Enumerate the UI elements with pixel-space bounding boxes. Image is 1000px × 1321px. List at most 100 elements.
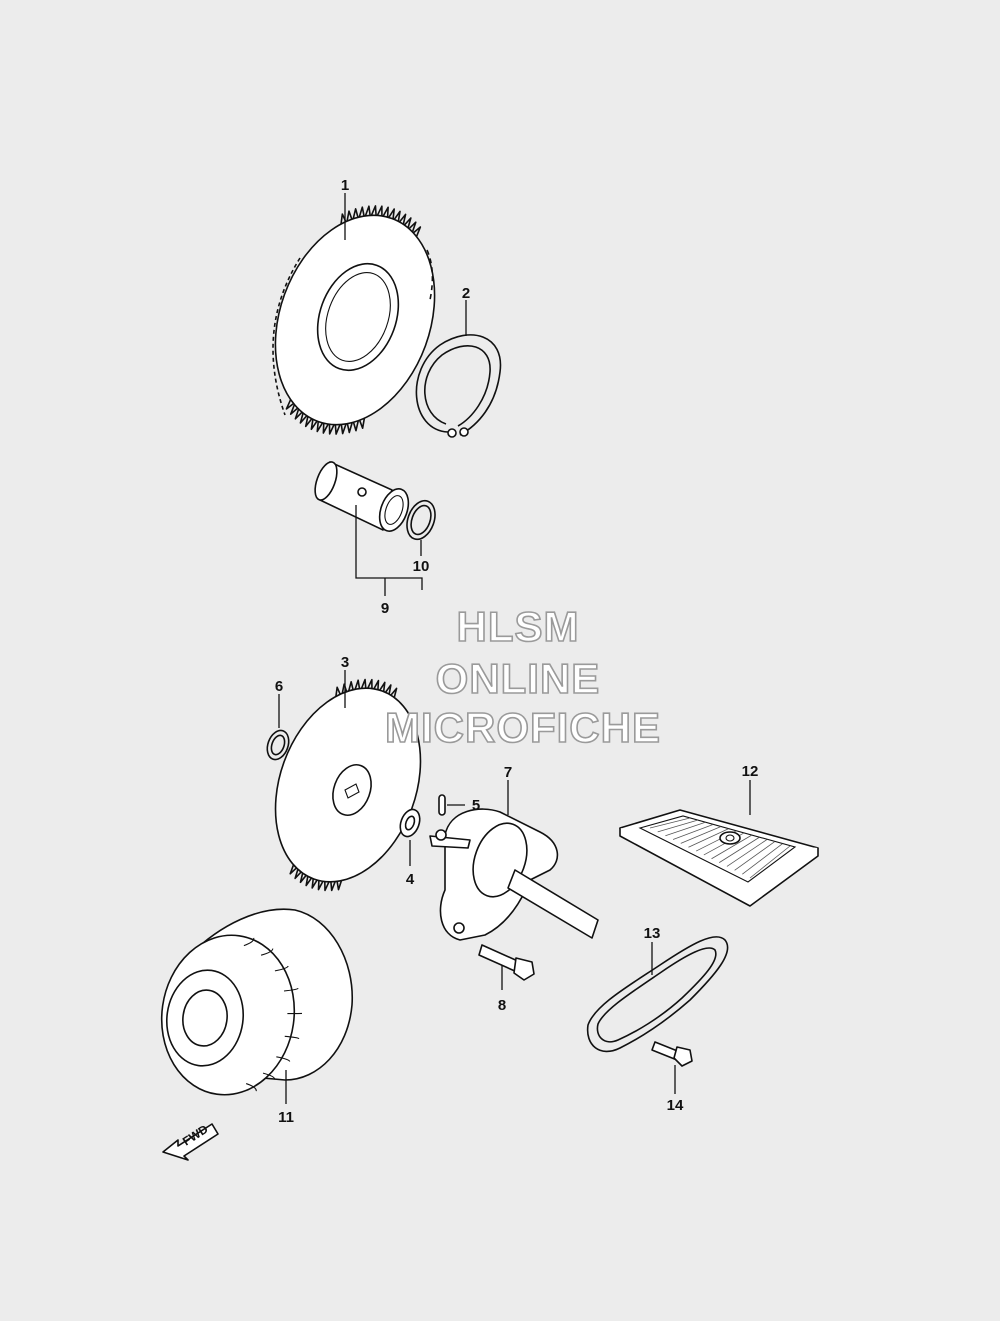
mesh-line	[688, 828, 729, 848]
part-11-oil-filter	[160, 908, 353, 1096]
gasket-outer	[586, 936, 729, 1053]
gear-tooth	[358, 206, 365, 218]
filter-flutes	[243, 937, 303, 1092]
o-ring-outer	[406, 499, 436, 541]
pump-shaft	[507, 869, 599, 939]
gear-tooth	[390, 687, 398, 698]
leader-9-bracket	[355, 505, 423, 590]
gear-tooth	[299, 872, 307, 884]
gear-tooth	[289, 864, 298, 875]
gear-tooth	[317, 880, 324, 891]
gear-tooth	[330, 881, 336, 892]
bolt-head	[513, 957, 535, 981]
gear-tooth	[403, 217, 412, 229]
washer-hole	[404, 815, 416, 831]
gear-tooth	[289, 404, 299, 415]
mesh-line	[649, 817, 691, 829]
filter-flute	[262, 1072, 276, 1080]
gear-tooth	[335, 686, 341, 697]
filter-flute	[274, 965, 289, 972]
gear-tooth	[336, 880, 343, 891]
small-bolt-head	[673, 1046, 693, 1067]
label-part-4: 4	[406, 871, 415, 888]
mesh-line	[657, 819, 698, 833]
gear-tooth	[379, 681, 386, 692]
gear-tooth	[388, 208, 395, 220]
pin-body	[438, 794, 446, 816]
gear-tooth	[352, 208, 359, 219]
part-number-labels: 1 2 3 4 5 6 7 8 9 10 11 12 13 14	[275, 177, 759, 1126]
watermark-line-1: HLSM	[457, 603, 580, 650]
gear-tooth	[354, 679, 361, 690]
pump-gear-teeth	[289, 678, 398, 892]
gear-tooth	[408, 221, 417, 233]
strainer-boss-hole	[725, 834, 735, 842]
circlip-ring	[415, 334, 502, 436]
gear-tooth	[340, 423, 347, 435]
watermark-line-3: MICROFICHE	[385, 704, 661, 751]
mesh-line	[680, 826, 721, 844]
mesh-line	[749, 845, 791, 879]
filter-flute	[284, 1035, 300, 1040]
gear-tooth	[316, 421, 324, 433]
gear-tooth	[305, 876, 313, 887]
label-part-7: 7	[504, 764, 512, 781]
gear-tooth	[310, 419, 318, 431]
small-circlip-inner	[270, 734, 286, 756]
gear-tooth	[412, 226, 422, 237]
gear-rim-dashed-right	[426, 249, 434, 301]
gear-tooth	[358, 418, 366, 429]
gear-tooth	[334, 424, 341, 435]
small-circlip-outer	[266, 729, 290, 761]
part-8-bolt	[478, 944, 535, 981]
part-6-circlip	[266, 729, 290, 761]
gear-tooth	[324, 881, 330, 892]
gear-tooth	[373, 679, 380, 690]
label-part-12: 12	[742, 763, 759, 780]
gear-tooth	[322, 423, 329, 434]
gear-tooth	[328, 424, 335, 435]
label-part-5: 5	[472, 797, 480, 814]
label-part-6: 6	[275, 678, 283, 695]
part-2-circlip	[415, 334, 502, 438]
gear-tooth	[382, 206, 389, 218]
pump-gear-hub	[332, 764, 372, 816]
part-12-strainer	[619, 809, 819, 907]
shaft-end-left	[314, 461, 338, 501]
gear-tooth	[311, 878, 318, 889]
gear-tooth	[294, 408, 303, 420]
gear-tooth	[384, 684, 392, 695]
watermark-line-2: ONLINE	[436, 655, 601, 702]
part-5-pin	[438, 794, 446, 816]
gear-tooth	[347, 680, 354, 692]
mesh-line	[719, 837, 760, 863]
pump-pin-hole	[435, 829, 447, 841]
gear-tooth	[367, 678, 373, 689]
label-part-8: 8	[498, 997, 506, 1014]
part-7-oil-pump	[429, 808, 599, 941]
label-part-9: 9	[381, 600, 389, 617]
shaft-end-right	[378, 488, 410, 532]
circlip-ring-inner	[424, 345, 491, 427]
shaft-bore	[384, 495, 404, 525]
label-part-3: 3	[341, 654, 349, 671]
filter-flute	[276, 1056, 291, 1062]
filter-flute	[283, 987, 299, 992]
label-part-2: 2	[462, 285, 470, 302]
o-ring-inner	[410, 504, 432, 536]
mesh-line	[665, 821, 706, 837]
gear-tooth	[376, 205, 383, 216]
pump-bolt-hole	[453, 922, 465, 934]
gear-tooth	[346, 210, 353, 222]
gear-tooth	[341, 683, 348, 694]
gear-tooth	[285, 399, 295, 410]
strainer-boss	[719, 831, 741, 845]
gear-rim-dashed	[272, 257, 301, 416]
mesh-line	[734, 841, 775, 871]
watermark: HLSM ONLINE MICROFICHE	[384, 602, 661, 752]
gear-tooth	[294, 869, 302, 880]
circlip-eye-right	[459, 427, 469, 437]
gear-tooth	[398, 213, 407, 225]
pump-gear-key	[344, 783, 360, 799]
